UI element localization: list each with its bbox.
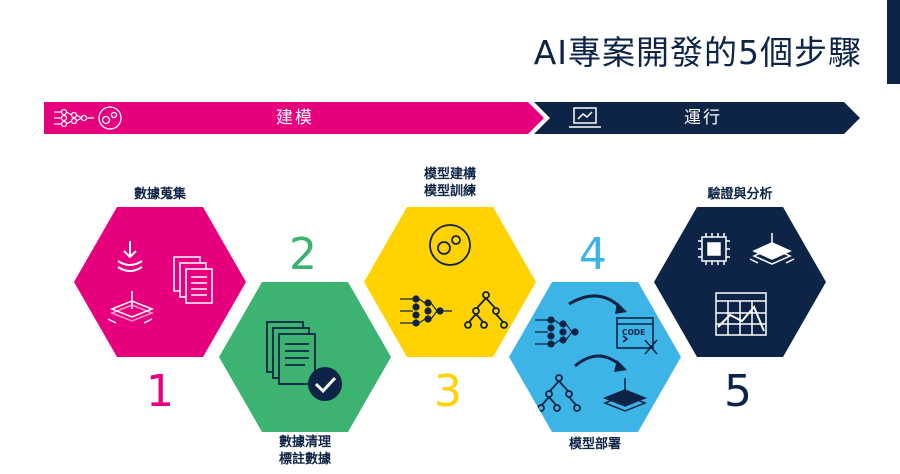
- step-1-hexagon: [74, 207, 246, 357]
- processor-chip-icon: [698, 233, 730, 265]
- banner-build-label: 建模: [276, 108, 314, 128]
- neural-network-icon: [400, 295, 452, 327]
- step-2-number: 2: [289, 229, 317, 280]
- process-banner: 建模 運行: [44, 102, 864, 134]
- chip-board-icon: [107, 291, 155, 324]
- step-2-icons: [266, 321, 342, 401]
- step-4-label-line-1: 模型部署: [568, 437, 621, 452]
- gears-circle-icon: [98, 106, 122, 130]
- step-1-icons: [107, 241, 213, 324]
- chip-board-icon: [602, 378, 648, 412]
- banner-shapes: [44, 102, 860, 134]
- code-window-icon: CODE: [616, 317, 658, 355]
- step-3-number: 3: [434, 366, 462, 417]
- step-2-label: 數據清理 標註數據: [235, 434, 375, 468]
- step-5-hexagon: [654, 207, 826, 357]
- step-4-label: 模型部署: [525, 436, 665, 453]
- neural-network-icon: [535, 316, 579, 348]
- tree-graph-icon: [464, 291, 508, 329]
- step-2-label-line-1: 數據清理: [278, 435, 331, 450]
- step-3-label-line-1: 模型建構: [423, 167, 476, 182]
- neural-network-icon: [54, 108, 94, 128]
- banner-run-label: 運行: [684, 108, 722, 128]
- laptop-icon: [569, 107, 601, 128]
- download-icon: [117, 241, 143, 272]
- svg-text:CODE: CODE: [622, 328, 645, 337]
- step-1-number: 1: [146, 366, 174, 417]
- banner-build-arrow: [44, 102, 544, 134]
- step-4-hexagon: CODE: [509, 282, 681, 432]
- step-1-label: 數據蒐集: [90, 186, 230, 203]
- step-3-icons: [400, 224, 508, 329]
- chip-board-icon: [749, 233, 795, 265]
- step-5-icons: [698, 233, 795, 336]
- arrow-icon: [568, 294, 623, 310]
- step-2-label-line-2: 標註數據: [278, 452, 331, 467]
- step-2-hexagon: [219, 282, 391, 432]
- accent-bar: [887, 0, 900, 84]
- step-5-label-line-1: 驗證與分析: [707, 187, 773, 202]
- documents-icon: [173, 256, 213, 304]
- arrow-icon: [574, 354, 623, 368]
- page-title: AI專案開發的5個步驟: [533, 33, 862, 72]
- step-3-hexagon: [364, 207, 536, 357]
- documents-check-icon: [266, 321, 342, 401]
- chart-icon: [715, 292, 767, 336]
- banner-run-arrow: [534, 102, 860, 134]
- step-5-label: 驗證與分析: [670, 186, 810, 203]
- step-1-label-line-1: 數據蒐集: [133, 187, 186, 202]
- gears-circle-icon: [429, 224, 471, 266]
- step-4-number: 4: [579, 229, 607, 280]
- step-3-label-line-2: 模型訓練: [423, 184, 476, 199]
- step-3-label: 模型建構 模型訓練: [380, 166, 520, 200]
- step-5-number: 5: [724, 366, 752, 417]
- arrowhead-icon: [614, 360, 627, 372]
- step-4-icons: CODE: [535, 294, 658, 412]
- tree-graph-icon: [537, 374, 581, 412]
- arrowhead-icon: [615, 302, 627, 314]
